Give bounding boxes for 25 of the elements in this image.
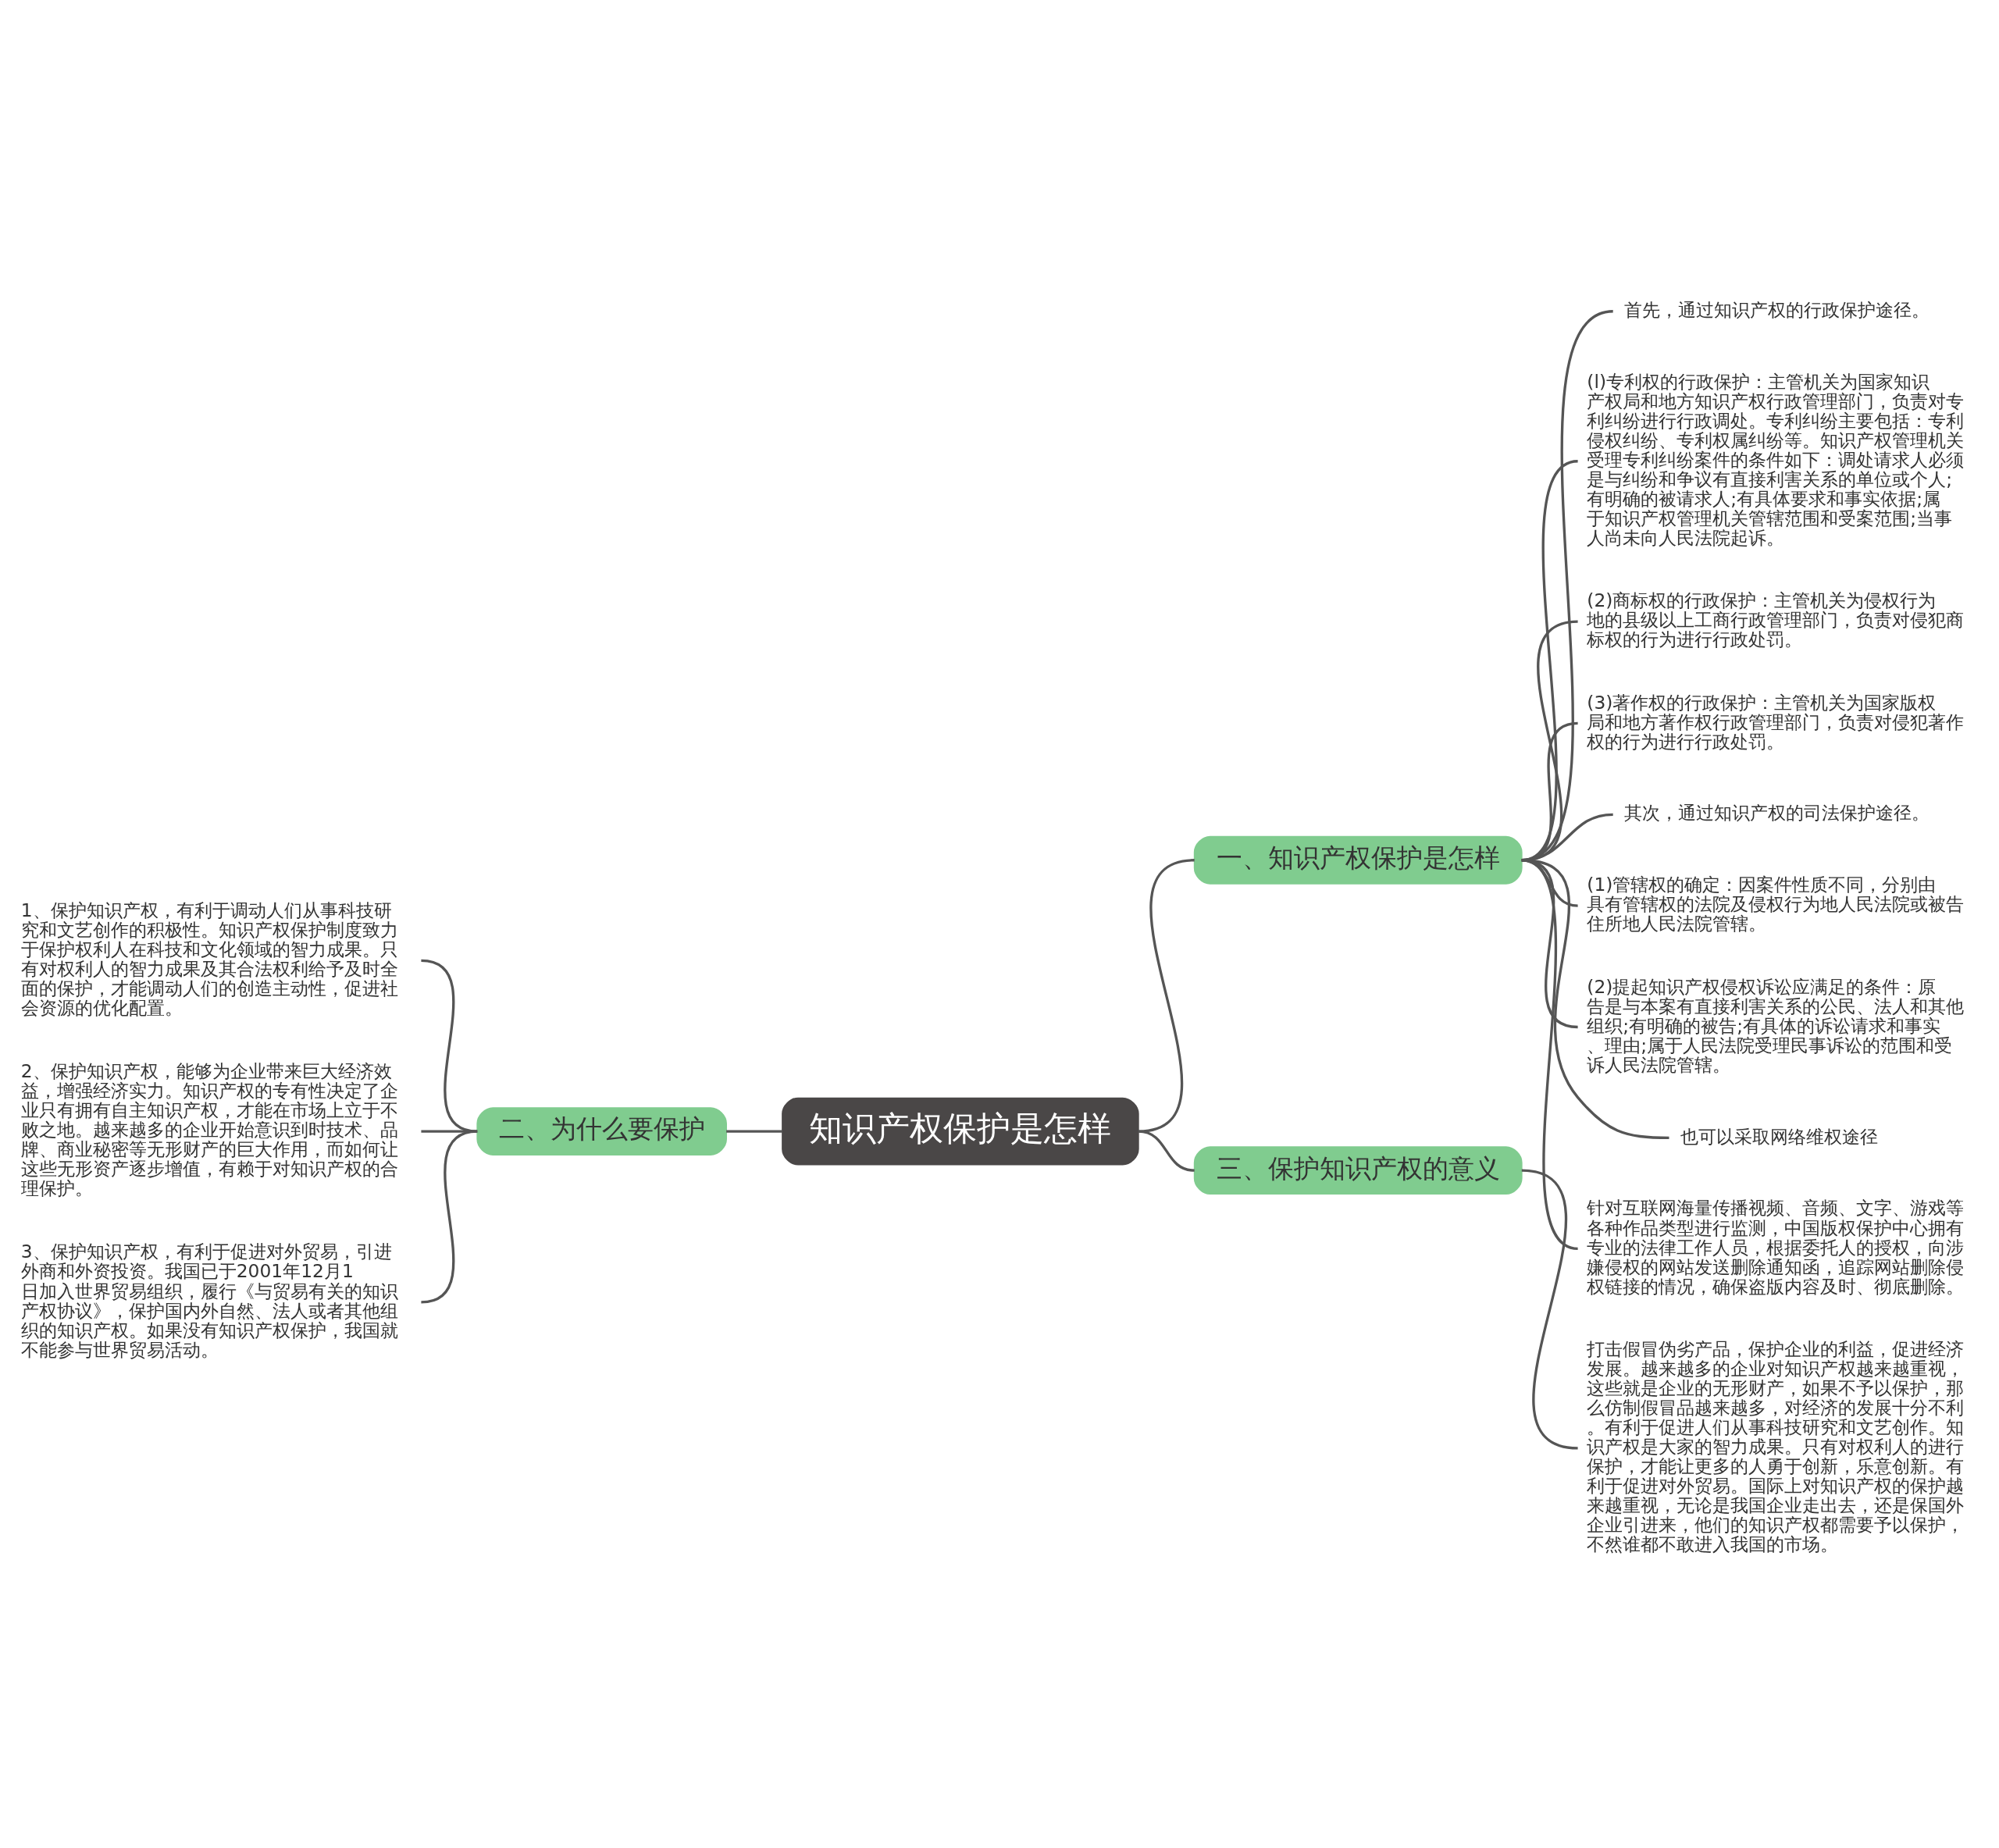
node-text: 也可以采取网络维权途径: [1680, 1125, 1878, 1148]
node-text: 打击假冒伪劣产品，保护企业的利益，促进经济发展。越来越多的企业对知识产权越来越重视，这些就是企业的无形财产，如果不予以保护，那么仿制假冒品越来越多，对经济的发展十分不利。有利于促进人们从事科技研究和文艺创作。知识产权是大家的智力成果。只有对权利人的进行保护，才能让更多的人勇于创新，乐意创新。有利于促进对外贸易。国际上对知识产权的保护越来越重视，无论是我国企业走出去，还是保国外企业引进来，他们的知识产权都需要予以保护，不然谁都不敢进入我国的市场。: [1587, 1337, 1965, 1555]
node-text: 2、保护知识产权，能够为企业带来巨大经济效益，增强经济实力。知识产权的专有性决定了企业只有拥有自主知识产权，才能在市场上立于不败之地。越来越多的企业开始意识到时技术、品牌、商业秘密等无形财产的巨大作用，而如何让这些无形资产逐步增值，有赖于对知识产权的合理保护。: [20, 1059, 398, 1199]
connector: [1521, 858, 1579, 1250]
connector: [1138, 1129, 1195, 1172]
node-text: 首先，通过知识产权的行政保护途径。: [1623, 298, 1930, 321]
node-box: 三、保护知识产权的意义: [1193, 1145, 1523, 1195]
node-box: 知识产权保护是怎样: [782, 1097, 1139, 1165]
connector: [421, 1129, 478, 1133]
node-box: 二、为什么要保护: [476, 1106, 727, 1155]
node-text: 其次，通过知识产权的司法保护途径。: [1623, 801, 1930, 824]
node-text: (2)商标权的行政保护：主管机关为侵权行为地的县级以上工商行政管理部门，负责对侵犯商标权的行为进行行政处罚。: [1587, 589, 1965, 650]
connector: [726, 1129, 782, 1133]
connector: [1521, 1169, 1578, 1449]
connector: [421, 1129, 478, 1303]
node-text: (2)提起知识产权侵权诉讼应满足的条件：原告是与本案有直接利害关系的公民、法人和其他组织;有明确的被告;有具体的诉讼请求和事实、理由;属于人民法院受理民事诉讼的范围和受诉人民法院管辖。: [1587, 975, 1965, 1076]
connector: [421, 959, 478, 1133]
node-box: 一、知识产权保护是怎样: [1193, 835, 1523, 885]
node-text: 针对互联网海量传播视频、音频、文字、游戏等各种作品类型进行监测，中国版权保护中心拥有专业的法律工作人员，根据委托人的授权，向涉嫌侵权的网站发送删除通知函，追踪网站删除侵权链接的情况，确保盗版内容及时、彻底删除。: [1587, 1196, 1965, 1298]
node-text: 1、保护知识产权，有利于调动人们从事科技研究和文艺创作的积极性。知识产权保护制度致力于保护权利人在科技和文化领域的智力成果。只有对权利人的智力成果及其合法权利给予及时全面的保护，才能调动人们的创造主动性，促进社会资源的优化配置。: [20, 899, 398, 1019]
node-text: (1)管辖权的确定：因案件性质不同，分别由具有管辖权的法院及侵权行为地人民法院或被告住所地人民法院管辖。: [1587, 873, 1965, 935]
node-text: 3、保护知识产权，有利于促进对外贸易，引进外商和外资投资。我国已于2001年12月1日加入世界贸易组织，履行《与贸易有关的知识产权协议》，保护国内外自然、法人或者其他组织的知识产权。如果没有知识产权保护，我国就不能参与世界贸易活动。: [20, 1240, 398, 1361]
connector: [1138, 858, 1195, 1133]
node-text: (l)专利权的行政保护：主管机关为国家知识产权局和地方知识产权行政管理部门，负责对专利纠纷进行行政调处。专利纠纷主要包括：专利侵权纠纷、专利权属纠纷等。知识产权管理机关受理专利纠纷案件的条件如下：调处请求人必须是与纠纷和争议有直接利害关系的单位或个人;有明确的被请求人;有具体要求和事实依据;属于知识产权管理机关管辖范围和受案范围;当事人尚未向人民法院起诉。: [1587, 370, 1965, 549]
node-text: (3)著作权的行政保护：主管机关为国家版权局和地方著作权行政管理部门，负责对侵犯著作权的行为进行行政处罚。: [1587, 691, 1965, 753]
